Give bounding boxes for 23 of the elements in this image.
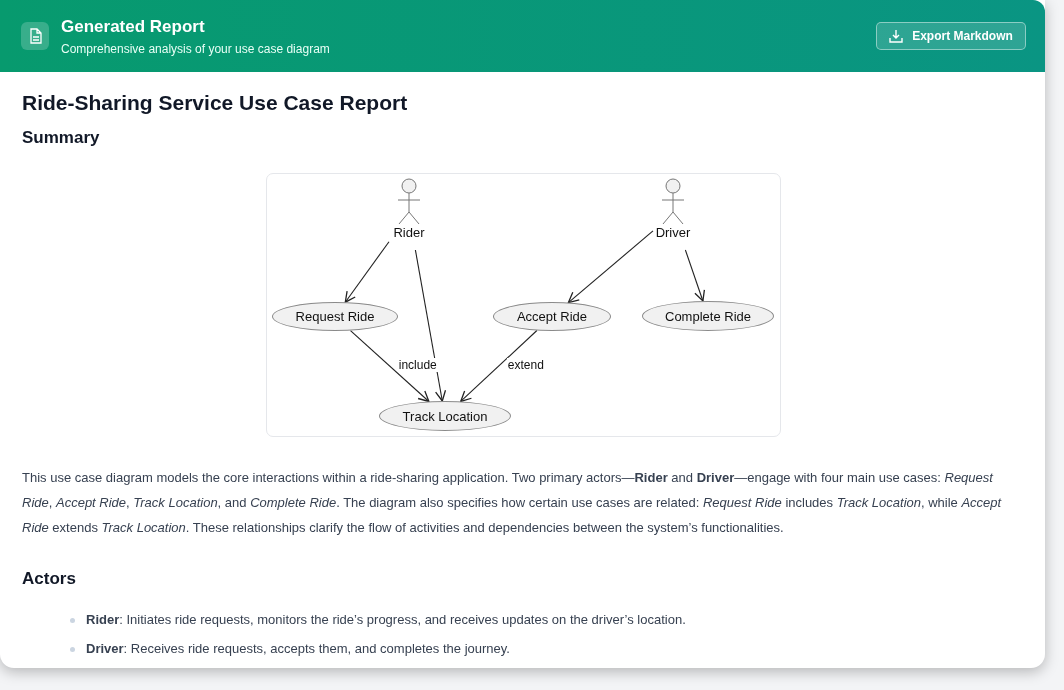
arrow (684, 249, 706, 302)
use-case-ellipse: Request Ride (272, 302, 398, 331)
bullet-item: Rider: Initiates ride requests, monitors the ride’s progress, and receives updates on the driver’s location. (0, 612, 1040, 627)
actor-name: Rider (393, 225, 425, 240)
arrow (460, 329, 538, 403)
actor-name: Driver (655, 225, 691, 240)
arrow (567, 230, 654, 304)
export-button: Export Markdown (876, 22, 1026, 50)
edge-label: include (397, 358, 438, 372)
use-case-ellipse: Accept Ride (493, 302, 611, 331)
header-title: Generated Report (61, 17, 205, 37)
use-case-ellipse: Track Location (379, 401, 511, 431)
arrow (344, 241, 390, 303)
header-subtitle: Comprehensive analysis of your use case diagram (61, 42, 330, 56)
section-heading: Summary (22, 128, 100, 148)
summary-paragraph: This use case diagram models the core interactions within a ride-sharing application. Two primary actors—Rider and Driver—engage with four main use cases: Request Ride, Accept Ride, Track Location, and Complete Ride. The diagram also specifies how certain use cases are related: Request Ride includes Track Location, while Accept Ride extends Track Location. These relationships clarify the flow of activities and dependencies between the system’s functionalities. (22, 469, 1003, 537)
edge-label: extend (506, 357, 545, 372)
arrow (349, 330, 430, 403)
section-heading: Actors (22, 569, 76, 589)
bullet-item: Driver: Receives ride requests, accepts them, and completes the journey. (0, 641, 1040, 656)
use-case-ellipse: Complete Ride (642, 301, 774, 331)
report-title: Ride-Sharing Service Use Case Report (22, 91, 408, 115)
arrow (414, 249, 447, 402)
